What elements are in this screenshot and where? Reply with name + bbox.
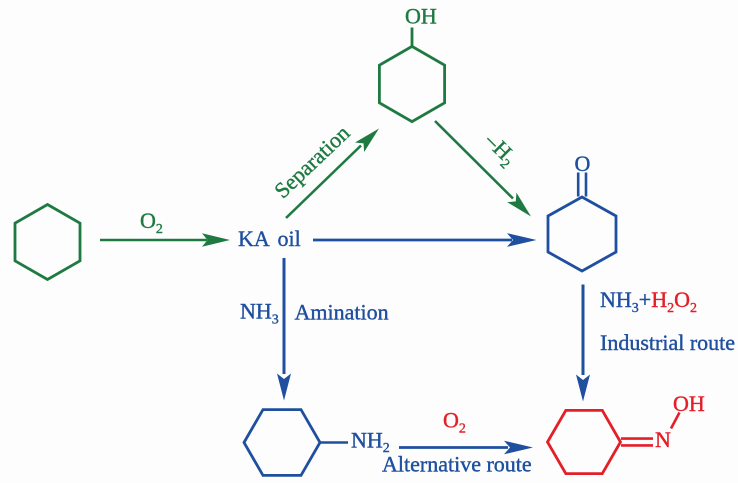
svg-text:Amination: Amination <box>295 300 389 325</box>
svg-text:Industrial route: Industrial route <box>600 330 735 355</box>
svg-text:NH3+H2O2: NH3+H2O2 <box>600 287 697 316</box>
svg-text:N: N <box>655 427 671 452</box>
svg-text:Alternative route: Alternative route <box>382 452 532 477</box>
svg-text:OH: OH <box>673 391 705 416</box>
svg-text:O: O <box>575 151 591 176</box>
svg-text:OH: OH <box>405 4 437 29</box>
